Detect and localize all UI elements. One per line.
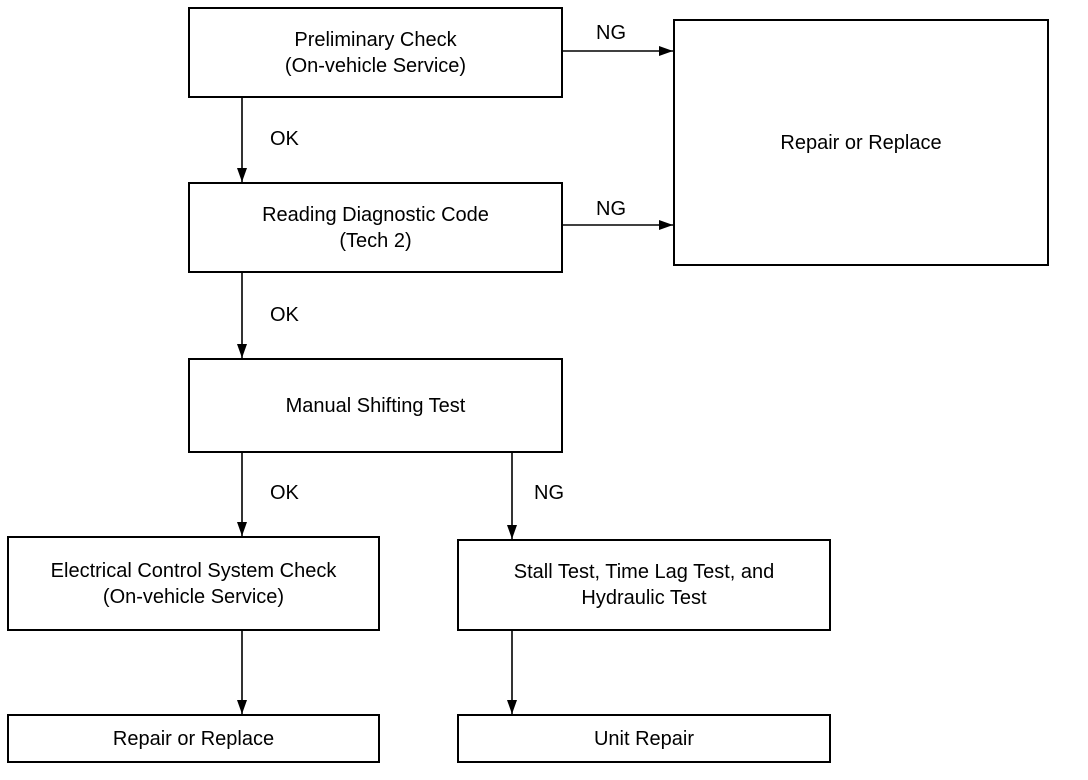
- repair-or-replace-box-bottom: Repair or Replace: [7, 714, 380, 763]
- manual-shifting-test-box: Manual Shifting Test: [188, 358, 563, 453]
- preliminary-check-box: Preliminary Check (On-vehicle Service): [188, 7, 563, 98]
- reading-diagnostic-code-subtitle: (Tech 2): [339, 229, 412, 252]
- electrical-control-system-check-subtitle: (On-vehicle Service): [102, 585, 285, 608]
- stall-test-subtitle: Hydraulic Test: [581, 587, 707, 609]
- unit-repair-box: Unit Repair: [457, 714, 831, 763]
- reading-diagnostic-code-box: Reading Diagnostic Code (Tech 2): [188, 182, 563, 273]
- edge-label-reading-ng: NG: [596, 198, 626, 220]
- edge-label-manual-ng: NG: [534, 482, 564, 504]
- electrical-control-system-check-box: Electrical Control System Check (On-vehi…: [7, 536, 380, 631]
- stall-test-box: Stall Test, Time Lag Test, and Hydraulic…: [457, 539, 831, 631]
- edge-label-preliminary-ng: NG: [596, 22, 626, 44]
- manual-shifting-test-label: Manual Shifting Test: [285, 394, 466, 417]
- repair-or-replace-top-label: Repair or Replace: [780, 131, 942, 154]
- edge-label-reading-ok: OK: [270, 304, 299, 326]
- repair-or-replace-bottom-label: Repair or Replace: [112, 727, 275, 750]
- electrical-control-system-check-title: Electrical Control System Check: [50, 559, 337, 582]
- edge-label-preliminary-ok: OK: [270, 128, 299, 150]
- edge-label-manual-ok: OK: [270, 482, 299, 504]
- unit-repair-label: Unit Repair: [593, 727, 695, 750]
- preliminary-check-title: Preliminary Check: [294, 28, 457, 51]
- preliminary-check-subtitle: (On-vehicle Service): [284, 54, 467, 77]
- stall-test-title: Stall Test, Time Lag Test, and: [513, 561, 775, 583]
- reading-diagnostic-code-title: Reading Diagnostic Code: [262, 203, 489, 226]
- repair-or-replace-box-top: Repair or Replace: [673, 19, 1049, 266]
